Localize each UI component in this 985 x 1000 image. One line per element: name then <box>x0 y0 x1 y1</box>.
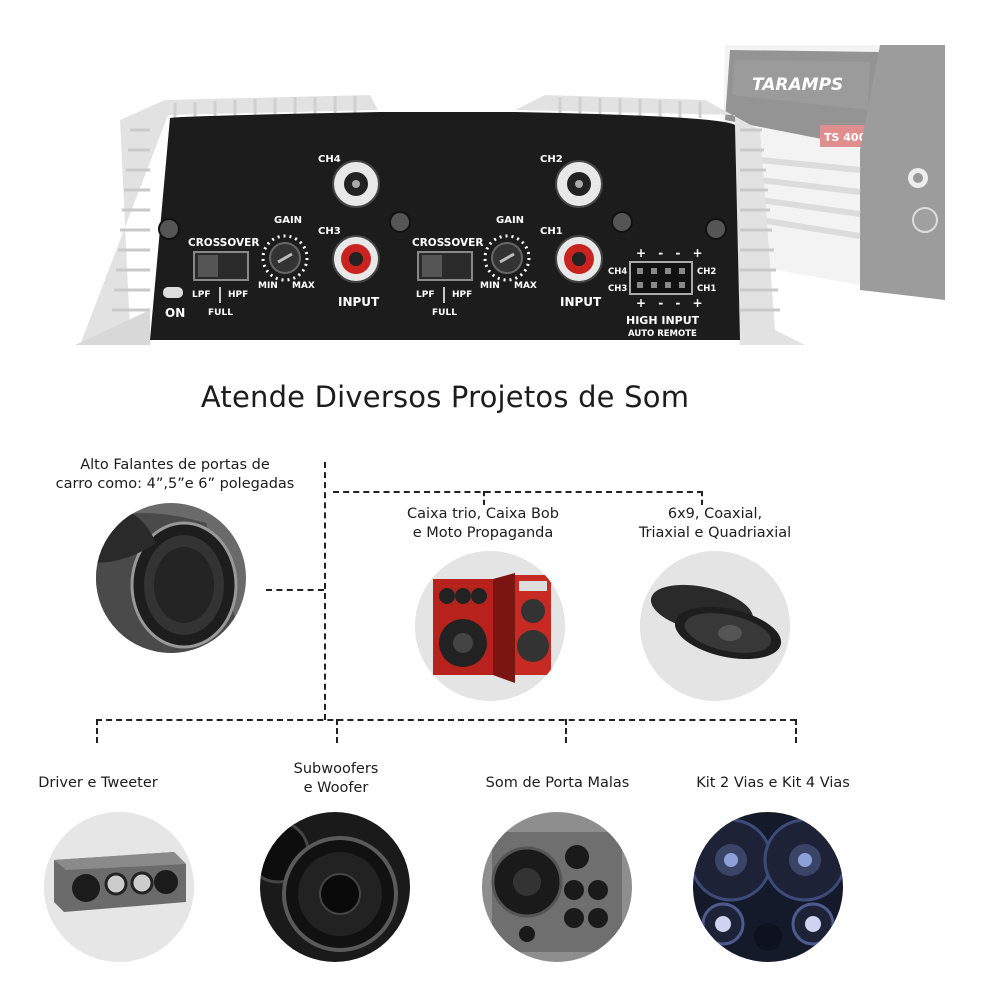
amplifier-image: TARAMPS TS 400X4 <box>75 45 945 345</box>
high-input-label: HIGH INPUT <box>626 314 700 327</box>
crossover-label-left: CROSSOVER <box>188 237 259 249</box>
trunk-speaker-box-icon <box>482 812 632 962</box>
min-label-right: MIN <box>480 281 500 291</box>
speaker-kit-icon <box>693 812 843 962</box>
project-caption-kit: Kit 2 Vias e Kit 4 Vias <box>696 775 850 791</box>
min-label-left: MIN <box>258 281 278 291</box>
subwoofer-icon <box>260 812 410 962</box>
on-label: ON <box>165 306 185 320</box>
high-input-ch3-label: CH3 <box>608 284 627 294</box>
screws <box>158 211 727 240</box>
max-label-left: MAX <box>292 281 315 291</box>
gain-label-left: GAIN <box>274 215 302 226</box>
lpf-label-right: LPF <box>416 290 434 300</box>
high-input-ch4-label: CH4 <box>608 267 627 277</box>
page-heading: Atende Diversos Projetos de Som <box>200 380 690 414</box>
ch2-label: CH2 <box>540 154 563 165</box>
heatsink-fins-left <box>75 95 378 345</box>
hpf-label-left: HPF <box>228 290 248 300</box>
oval-speaker-icon <box>640 551 790 701</box>
secondary-brand-text: TARAMPS <box>752 75 843 95</box>
input-label-left: INPUT <box>338 295 380 309</box>
high-input-polarity-bottom: + - - + <box>636 296 707 310</box>
car-door-speaker-icon <box>96 503 246 653</box>
high-input-polarity-top: + - - + <box>636 246 707 260</box>
heatsink-fins-right <box>515 95 805 345</box>
max-label-right: MAX <box>514 281 537 291</box>
high-input-connector[interactable] <box>629 261 693 295</box>
project-caption-tweeter: Driver e Tweeter <box>38 775 158 791</box>
heatsink-fins-top <box>173 96 702 118</box>
tweeter-box-icon <box>44 812 194 962</box>
speaker-cabinets-icon <box>415 551 565 701</box>
gain-label-right: GAIN <box>496 215 524 226</box>
ch3-label: CH3 <box>318 226 341 237</box>
full-label-left: FULL <box>208 308 233 318</box>
ch4-label: CH4 <box>318 154 341 165</box>
input-label-right: INPUT <box>560 295 602 309</box>
power-switch[interactable] <box>163 287 183 298</box>
project-caption-oval: 6x9, Coaxial,Triaxial e Quadriaxial <box>638 506 792 541</box>
crossover-label-right: CROSSOVER <box>412 237 483 249</box>
hpf-label-right: HPF <box>452 290 472 300</box>
auto-remote-label: AUTO REMOTE <box>628 329 697 339</box>
high-input-ch1-label: CH1 <box>697 284 716 294</box>
secondary-amplifier-image: TARAMPS TS 400X4 <box>720 45 945 300</box>
high-input-ch2-label: CH2 <box>697 267 716 277</box>
ch1-label: CH1 <box>540 226 563 237</box>
project-caption-trunk: Som de Porta Malas <box>485 775 630 791</box>
full-label-right: FULL <box>432 308 457 318</box>
lpf-label-left: LPF <box>192 290 210 300</box>
